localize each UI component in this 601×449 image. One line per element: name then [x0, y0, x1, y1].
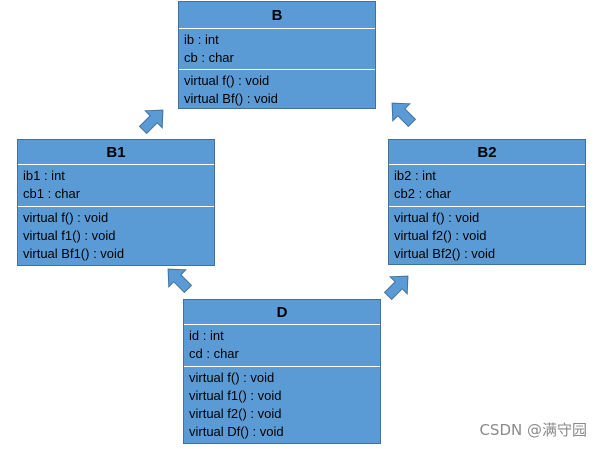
attributes-section: ib2 : int cb2 : char: [389, 165, 585, 207]
attribute: ib2 : int: [394, 168, 436, 183]
arrow-D-to-B2: [383, 275, 409, 301]
class-name: B2: [389, 140, 585, 165]
attribute: cb : char: [184, 50, 234, 65]
method: virtual Bf2() : void: [394, 246, 496, 261]
attribute: cb1 : char: [23, 186, 81, 201]
methods-section: virtual f() : void virtual Bf() : void: [179, 70, 375, 108]
method: virtual f1() : void: [23, 228, 116, 243]
class-box-B: B ib : int cb : char virtual f() : void …: [178, 1, 376, 109]
methods-section: virtual f() : void virtual f2() : void v…: [389, 207, 585, 263]
attribute: cb2 : char: [394, 186, 452, 201]
method: virtual Bf() : void: [184, 91, 278, 106]
class-name: D: [184, 300, 380, 325]
method: virtual Df() : void: [189, 424, 284, 439]
attributes-section: ib : int cb : char: [179, 29, 375, 70]
arrow-B2-to-B: [391, 102, 417, 128]
arrow-B1-to-B: [138, 109, 164, 135]
attribute: cd : char: [189, 346, 239, 361]
method: virtual f1() : void: [189, 388, 282, 403]
method: virtual f() : void: [394, 210, 480, 225]
attribute: ib1 : int: [23, 168, 65, 183]
method: virtual f() : void: [189, 370, 275, 385]
method: virtual f2() : void: [394, 228, 487, 243]
class-name: B1: [18, 140, 214, 165]
method: virtual Bf1() : void: [23, 246, 125, 261]
methods-section: virtual f() : void virtual f1() : void v…: [18, 207, 214, 263]
class-box-B2: B2 ib2 : int cb2 : char virtual f() : vo…: [388, 139, 586, 265]
attribute: ib : int: [184, 32, 219, 47]
method: virtual f() : void: [23, 210, 109, 225]
attributes-section: id : int cd : char: [184, 325, 380, 367]
attributes-section: ib1 : int cb1 : char: [18, 165, 214, 207]
class-box-D: D id : int cd : char virtual f() : void …: [183, 299, 381, 444]
method: virtual f() : void: [184, 73, 270, 88]
method: virtual f2() : void: [189, 406, 282, 421]
methods-section: virtual f() : void virtual f1() : void v…: [184, 367, 380, 441]
attribute: id : int: [189, 328, 224, 343]
arrow-D-to-B1: [167, 268, 193, 294]
watermark: CSDN @满守园: [479, 421, 587, 439]
class-box-B1: B1 ib1 : int cb1 : char virtual f() : vo…: [17, 139, 215, 266]
class-name: B: [179, 2, 375, 29]
